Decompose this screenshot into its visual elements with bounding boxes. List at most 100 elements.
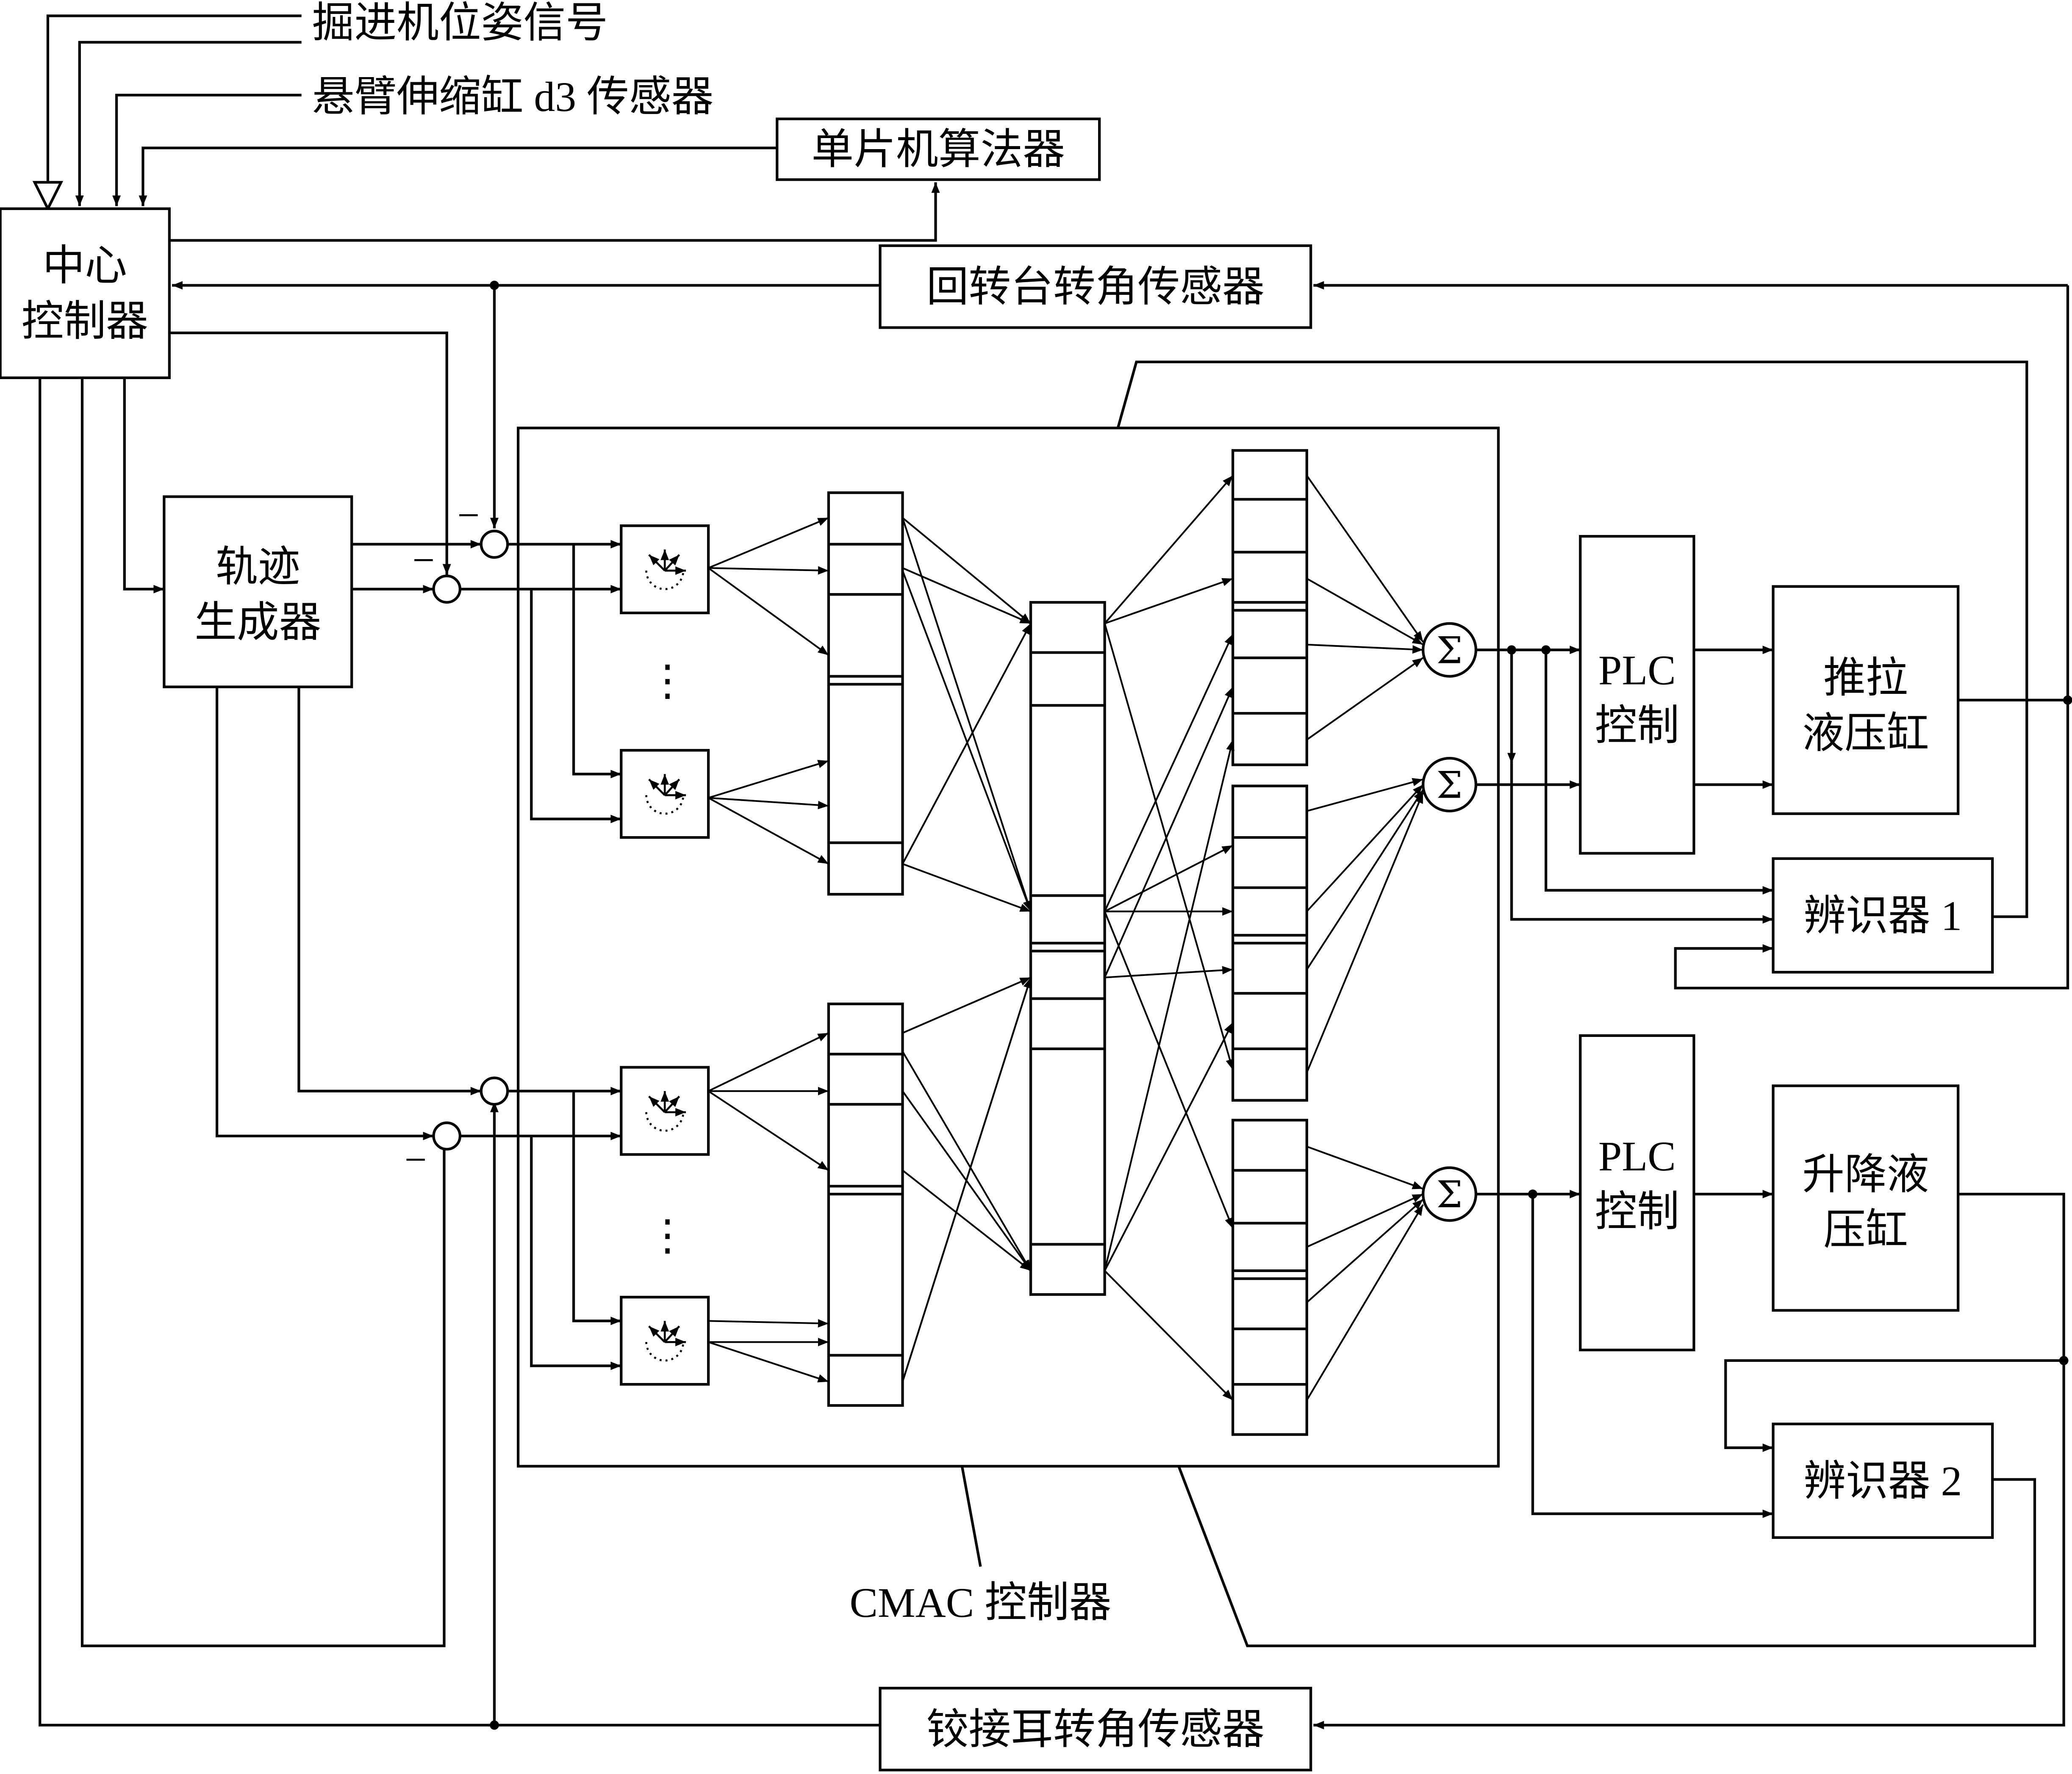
pose-signal-line-inner (75, 41, 302, 206)
minus-sign: − (458, 493, 480, 537)
quantizer-icon (645, 549, 686, 590)
output-memory-column (1232, 1119, 1308, 1436)
boom-sensor-line (112, 94, 302, 206)
plc-control-box-1 (1579, 535, 1695, 855)
upper-input-wiring (460, 540, 621, 823)
central-controller-label-1: 中心 (42, 242, 127, 289)
cmac-link (901, 977, 1032, 1382)
sum1-to-identifier1-line-2 (1545, 650, 1773, 895)
output-memory-column (1232, 784, 1308, 1102)
cmac-link (708, 1032, 829, 1092)
quantizer-block (620, 1066, 710, 1156)
push-pull-cylinder-box (1772, 585, 1960, 815)
cmac-link (1306, 657, 1424, 740)
lift-cyl-label-1: 升降液 (1802, 1151, 1929, 1198)
trajectory-label-2: 生成器 (194, 599, 321, 646)
controller-to-sum2-line (169, 331, 451, 575)
cmac-link (1104, 844, 1234, 912)
pose-signal-line-outer (46, 14, 302, 183)
cmac-link (1306, 784, 1424, 912)
cmac-link (1306, 778, 1423, 812)
lift-to-identifier2-line (1724, 1359, 2064, 1452)
mcu-algorithm-box (776, 117, 1101, 181)
identifier-2-label: 辨识器 2 (1803, 1458, 1962, 1505)
push-cyl-label-2: 液压缸 (1802, 710, 1929, 757)
controller-to-hinge-line (39, 377, 880, 1727)
cmac-link (1104, 966, 1233, 978)
sigma-icon: Σ (1437, 1173, 1463, 1216)
plc-control-box-2 (1579, 1034, 1695, 1352)
cmac-link (1104, 475, 1234, 624)
cmac-link (708, 1341, 829, 1383)
minus-sign: − (405, 1138, 427, 1182)
sum-junction-2 (432, 574, 461, 604)
cmac-link (902, 976, 1031, 1034)
cmac-link (1306, 1198, 1424, 1303)
quantizer-icon (645, 1091, 686, 1132)
traj-to-sum3-line (297, 687, 481, 1095)
sigma-icon: Σ (1437, 629, 1463, 672)
cmac-link (707, 567, 829, 656)
sum-junction-4 (432, 1121, 461, 1151)
cmac-link (1306, 792, 1424, 1073)
cmac-link (901, 570, 1032, 912)
cmac-link (708, 759, 829, 799)
cmac-leader-line (960, 1466, 982, 1567)
weight-memory-column (1029, 601, 1106, 1296)
minus-sign: − (413, 538, 435, 582)
cmac-link (1104, 1022, 1234, 1271)
traj-to-sum4-line (215, 687, 434, 1140)
push-cyl-label-1: 推拉 (1823, 654, 1908, 701)
plc2-label-2: 控制 (1595, 1188, 1680, 1235)
lift-to-hinge-line (1313, 1192, 2065, 1730)
cmac-link (901, 623, 1032, 865)
identifier-1-label: 辨识器 1 (1803, 892, 1962, 939)
lift-cyl-label-2: 压缸 (1823, 1207, 1908, 1254)
cmac-link (1306, 578, 1424, 646)
quantizer-block (620, 524, 710, 615)
ellipsis-lower: ⋮ (646, 1212, 689, 1259)
ellipsis-upper: ⋮ (646, 657, 689, 704)
cmac-link (1104, 739, 1234, 1271)
identifier-1-box (1772, 857, 1994, 974)
pose-signal-label: 掘进机位姿信号 (312, 0, 608, 46)
cmac-link (902, 863, 1031, 912)
central-controller-label-2: 控制器 (22, 298, 148, 345)
quantizer-icon (645, 1321, 686, 1362)
slewing-sensor-box (879, 244, 1312, 329)
cmac-link (1104, 633, 1234, 912)
controller-to-mcu-line (169, 182, 940, 242)
association-memory-column (827, 1002, 904, 1407)
association-memory-column (827, 491, 904, 896)
cmac-link (1104, 577, 1233, 624)
sum3-to-identifier2-line (1531, 1194, 1773, 1518)
quantizer-block (620, 1296, 710, 1386)
cmac-link (708, 566, 829, 575)
cmac-link (1306, 643, 1423, 654)
cmac-link (901, 1051, 1032, 1271)
cmac-link (708, 797, 829, 809)
push-feedback-line (1674, 285, 2069, 990)
identifier2-to-cmac-line (1177, 1466, 2036, 1647)
plc1-label-2: 控制 (1595, 702, 1680, 749)
plc2-label-1: PLC (1598, 1133, 1676, 1180)
cmac-link (1306, 1193, 1424, 1248)
trajectory-label-1: 轨迹 (216, 543, 300, 590)
junction-dot (1528, 1189, 1537, 1199)
hollow-arrow-icon (32, 181, 64, 212)
cmac-link (708, 1090, 829, 1171)
cmac-link (1104, 911, 1234, 1229)
lower-input-wiring (460, 1087, 621, 1370)
cmac-link (902, 567, 1031, 624)
identifier1-to-cmac-line (1116, 360, 2028, 918)
cmac-controller-box (516, 427, 1500, 1468)
cmac-link (708, 797, 829, 865)
sum1-to-identifier1-line (1510, 763, 1773, 924)
sum-junction-1 (480, 529, 509, 559)
mcu-to-controller-line (139, 147, 777, 206)
quantizer-icon (645, 774, 686, 815)
plc1-label-1: PLC (1598, 646, 1676, 693)
cmac-link (1306, 1204, 1424, 1401)
boom-sensor-label: 悬臂伸缩缸 d3 传感器 (312, 73, 714, 120)
